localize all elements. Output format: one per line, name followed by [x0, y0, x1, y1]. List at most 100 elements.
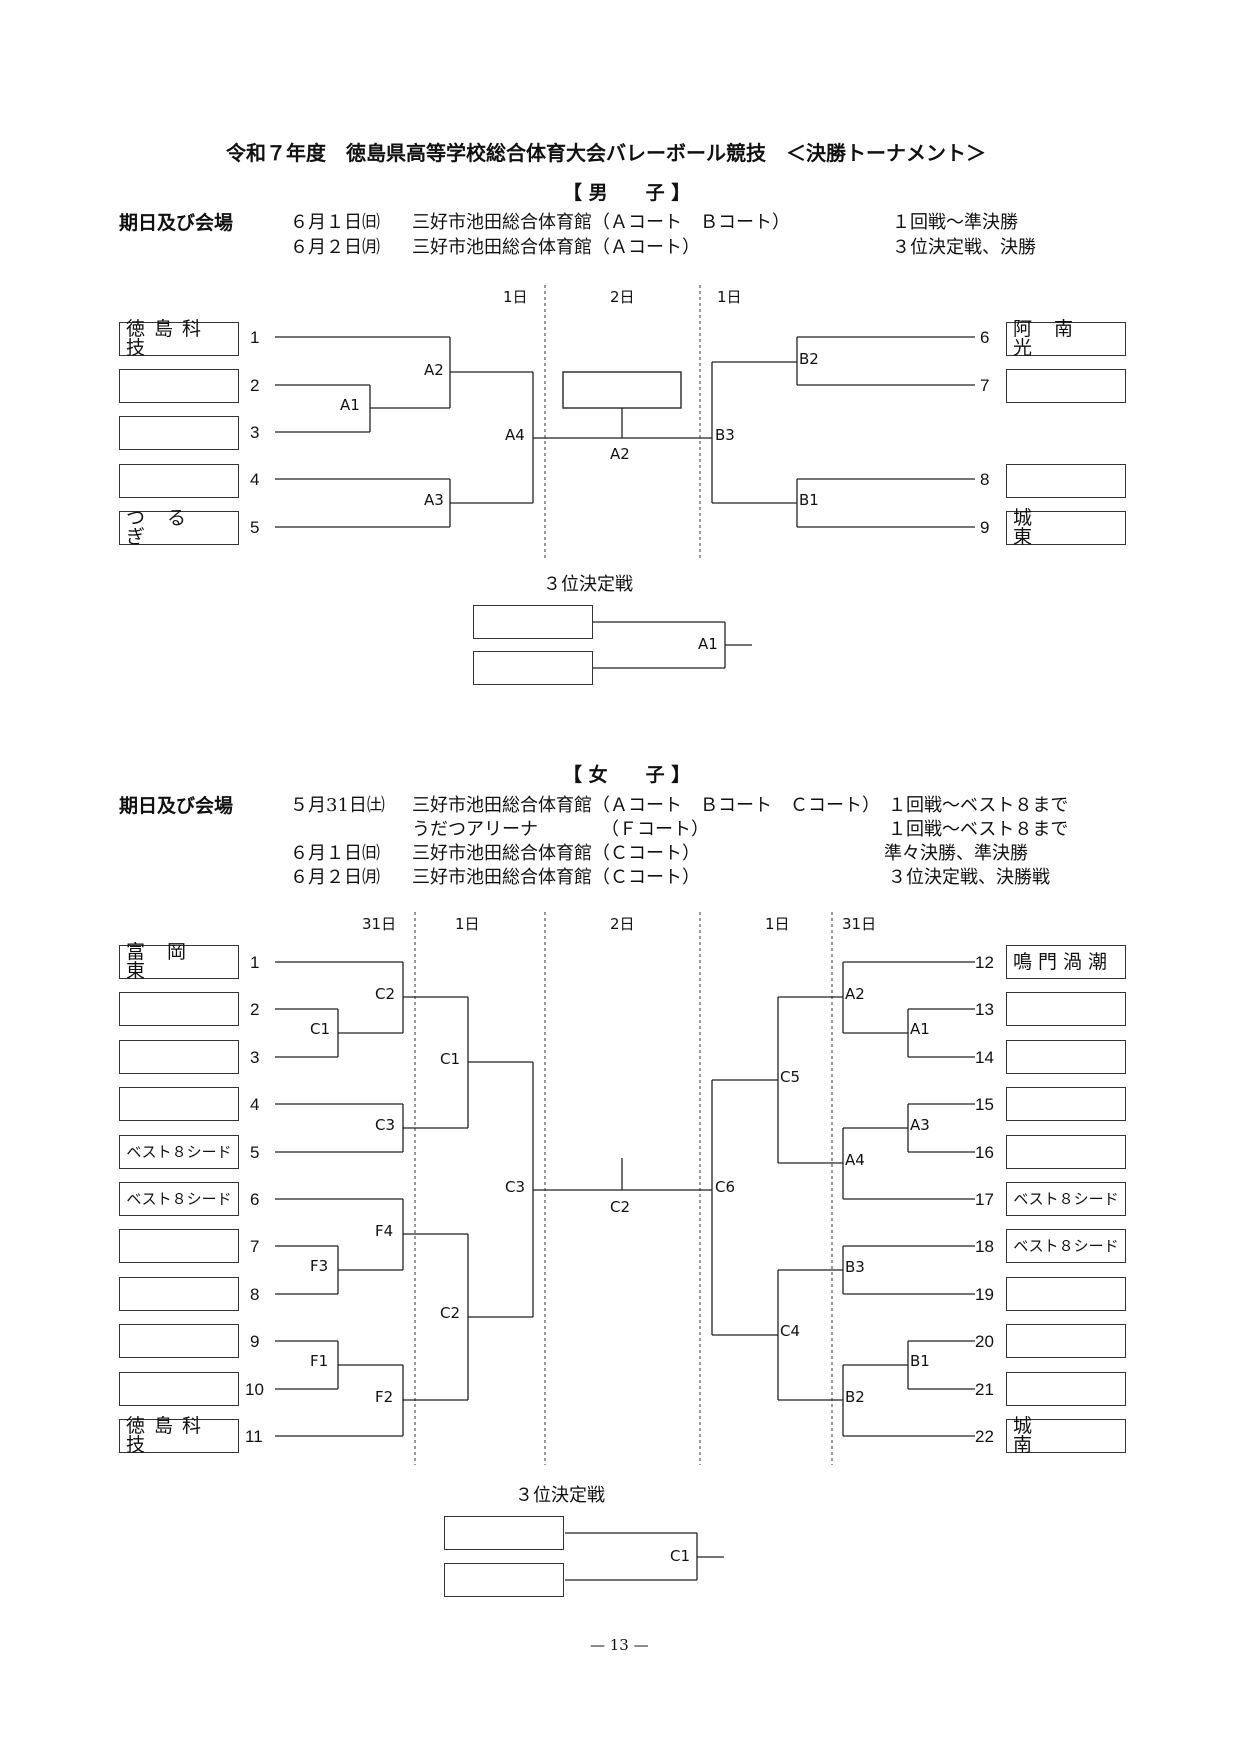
seed-number: 4 — [250, 1095, 260, 1114]
team-box: 城南 — [1006, 1415, 1126, 1456]
seed-number: 16 — [975, 1143, 994, 1162]
girls-schedule-venue: 三好市池田総合体育館（Ｃコート） — [412, 867, 700, 888]
girls-schedule-label: 期日及び会場 — [119, 795, 234, 817]
seed-number: 6 — [980, 328, 990, 347]
girls-schedule-rounds: 準々決勝、準決勝 — [884, 843, 1028, 864]
team-box — [1006, 992, 1126, 1026]
team-box — [1006, 1135, 1126, 1169]
court-label: C2 — [375, 985, 396, 1003]
day-label: 1日 — [503, 288, 528, 306]
court-label: A3 — [910, 1116, 930, 1134]
court-label: A1 — [340, 396, 360, 414]
seed-number: 5 — [250, 518, 260, 537]
team-box — [444, 1516, 564, 1550]
team-box — [1006, 369, 1126, 403]
team-box — [1006, 1277, 1126, 1311]
seed-number: 11 — [245, 1427, 263, 1446]
team-name: 徳島科技 — [126, 318, 211, 359]
court-label: F2 — [375, 1388, 394, 1406]
court-label: A4 — [505, 426, 525, 444]
third-place-label: ３位決定戦 — [543, 574, 633, 595]
team-name: 鳴門渦潮 — [1013, 950, 1114, 973]
seed-number: 1 — [250, 328, 260, 347]
seed-number: 6 — [250, 1190, 260, 1209]
court-label: F3 — [310, 1257, 329, 1275]
team-name: ベスト８シード — [1013, 1189, 1119, 1208]
team-box: 徳島科技 — [119, 1415, 239, 1456]
girls-schedule-venue: うだつアリーナ （Ｆコート） — [412, 819, 709, 840]
court-label: F1 — [310, 1352, 329, 1370]
team-box — [444, 1563, 564, 1597]
team-box — [119, 416, 239, 450]
team-name: 城東 — [1013, 507, 1091, 548]
girls-schedule-rounds: １回戦〜ベスト８まで — [888, 795, 1069, 816]
team-box — [119, 1277, 239, 1311]
girls-schedule-date: ５月31日㈯ — [290, 795, 385, 816]
seed-number: 18 — [975, 1237, 994, 1256]
seed-number: 4 — [250, 470, 260, 489]
team-name: つるぎ — [126, 507, 209, 548]
seed-number: 12 — [975, 953, 994, 972]
boys-schedule-rounds: ３位決定戦、決勝 — [892, 237, 1036, 258]
court-label: A1 — [910, 1020, 930, 1038]
seed-number: 10 — [245, 1380, 264, 1399]
team-box: つるぎ — [119, 507, 239, 548]
seed-number: 1 — [250, 953, 260, 972]
seed-number: 20 — [975, 1332, 994, 1351]
court-label: C2 — [440, 1304, 461, 1322]
girls-schedule-venue: 三好市池田総合体育館（Ｃコート） — [412, 843, 700, 864]
team-name: 富岡東 — [126, 941, 209, 982]
team-box — [119, 1372, 239, 1406]
boys-schedule-venue: 三好市池田総合体育館（Ａコート Ｂコート） — [412, 212, 790, 233]
seed-number: 8 — [980, 470, 990, 489]
team-box — [119, 464, 239, 498]
page-title: 令和７年度 徳島県高等学校総合体育大会バレーボール競技 ＜決勝トーナメント＞ — [226, 141, 986, 165]
team-name: 城南 — [1013, 1415, 1091, 1456]
seed-number: 21 — [975, 1380, 994, 1399]
court-label: A4 — [845, 1151, 865, 1169]
boys-schedule-venue: 三好市池田総合体育館（Ａコート） — [412, 237, 700, 258]
team-name: 徳島科技 — [126, 1415, 211, 1456]
seed-number: 14 — [975, 1048, 994, 1067]
team-name: ベスト８シード — [126, 1142, 232, 1161]
court-label: A3 — [424, 491, 444, 509]
team-box: 鳴門渦潮 — [1006, 945, 1126, 979]
court-label: B3 — [715, 426, 735, 444]
court-label: A2 — [424, 361, 444, 379]
day-label: 31日 — [362, 915, 397, 933]
seed-number: 7 — [250, 1237, 260, 1256]
boys-schedule-label: 期日及び会場 — [119, 212, 234, 234]
seed-number: 3 — [250, 423, 260, 442]
team-name: ベスト８シード — [1013, 1236, 1119, 1255]
seed-number: 17 — [975, 1190, 994, 1209]
court-label: C4 — [780, 1322, 801, 1340]
court-label: B2 — [845, 1388, 865, 1406]
seed-number: 13 — [975, 1000, 994, 1019]
court-label: C1 — [670, 1547, 691, 1565]
team-box: ベスト８シード — [1006, 1229, 1126, 1263]
team-box: 富岡東 — [119, 941, 239, 982]
boys-schedule-date: ６月２日㈪ — [290, 237, 380, 258]
team-box: 城東 — [1006, 507, 1126, 548]
court-label: B2 — [799, 350, 819, 368]
team-box — [473, 605, 593, 639]
seed-number: 8 — [250, 1285, 260, 1304]
boys-header: 【 男 子 】 — [563, 182, 691, 204]
team-box — [119, 1040, 239, 1074]
court-label: C5 — [780, 1068, 801, 1086]
seed-number: 2 — [250, 376, 260, 395]
court-label: C3 — [375, 1116, 396, 1134]
team-box — [473, 651, 593, 685]
day-label: 1日 — [765, 915, 790, 933]
seed-number: 5 — [250, 1143, 260, 1162]
boys-schedule-rounds: １回戦〜準決勝 — [892, 212, 1018, 233]
team-box — [119, 1324, 239, 1358]
boys-schedule-date: ６月１日㈰ — [290, 212, 380, 233]
day-label: 1日 — [717, 288, 742, 306]
court-label: A1 — [698, 635, 718, 653]
court-label: B1 — [910, 1352, 930, 1370]
team-box — [1006, 464, 1126, 498]
seed-number: 9 — [250, 1332, 260, 1351]
seed-number: 19 — [975, 1285, 994, 1304]
